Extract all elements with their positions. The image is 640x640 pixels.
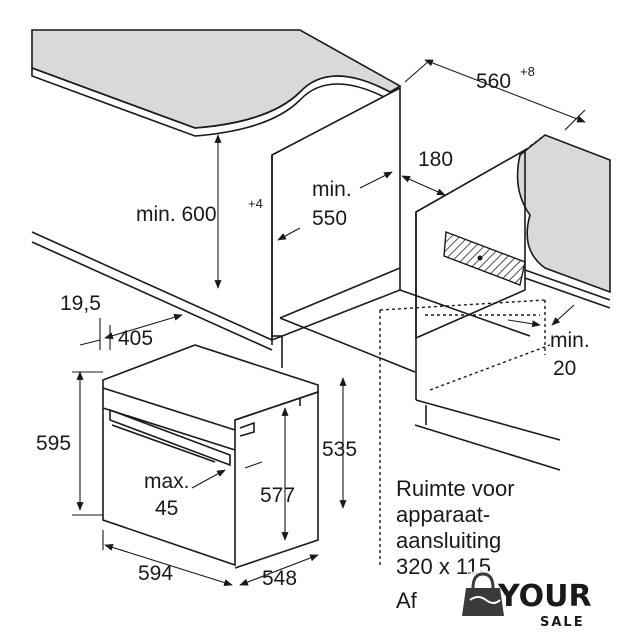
dimension-labels: 560 +8 min. 600 +4 min. 550 180 min. 20 … (36, 64, 590, 590)
watermark-line-1: YOUR (497, 579, 592, 614)
label-depth-min-1: min. (312, 178, 352, 201)
label-front-depth: 405 (118, 327, 153, 350)
label-front-offset: 19,5 (60, 292, 101, 315)
niche-cabinet (271, 86, 561, 565)
label-oven-height: 595 (36, 432, 71, 455)
note-line-2: apparaat- (396, 502, 490, 527)
oven (102, 344, 319, 569)
connection-area (443, 231, 526, 286)
label-gap-top: 180 (418, 148, 453, 171)
label-width-top-tolerance: +8 (520, 64, 535, 79)
watermark: YOUR SALE (456, 570, 610, 630)
label-inner-height: 577 (260, 484, 295, 507)
label-niche-height: min. 600 (136, 203, 217, 226)
dimension-lines (72, 59, 586, 586)
label-max-1: max. (144, 470, 190, 493)
label-back-min-1: min. (550, 329, 590, 352)
right-wall-panel (516, 134, 611, 294)
note-line-5: Af (396, 588, 418, 613)
label-oven-depth: 548 (262, 567, 297, 590)
label-back-min-2: 20 (553, 357, 576, 380)
note-line-1: Ruimte voor (396, 476, 515, 501)
label-depth-min-2: 550 (312, 207, 347, 230)
shopping-bag-icon (462, 572, 504, 616)
label-width-top: 560 (476, 70, 511, 93)
label-oven-width: 594 (138, 562, 173, 585)
floor-lines (31, 231, 611, 471)
label-niche-height-tolerance: +4 (248, 196, 263, 211)
note-line-3: aansluiting (396, 528, 501, 553)
label-oven-body-height: 535 (322, 438, 357, 461)
watermark-line-2: SALE (540, 615, 585, 630)
label-max-2: 45 (155, 497, 178, 520)
